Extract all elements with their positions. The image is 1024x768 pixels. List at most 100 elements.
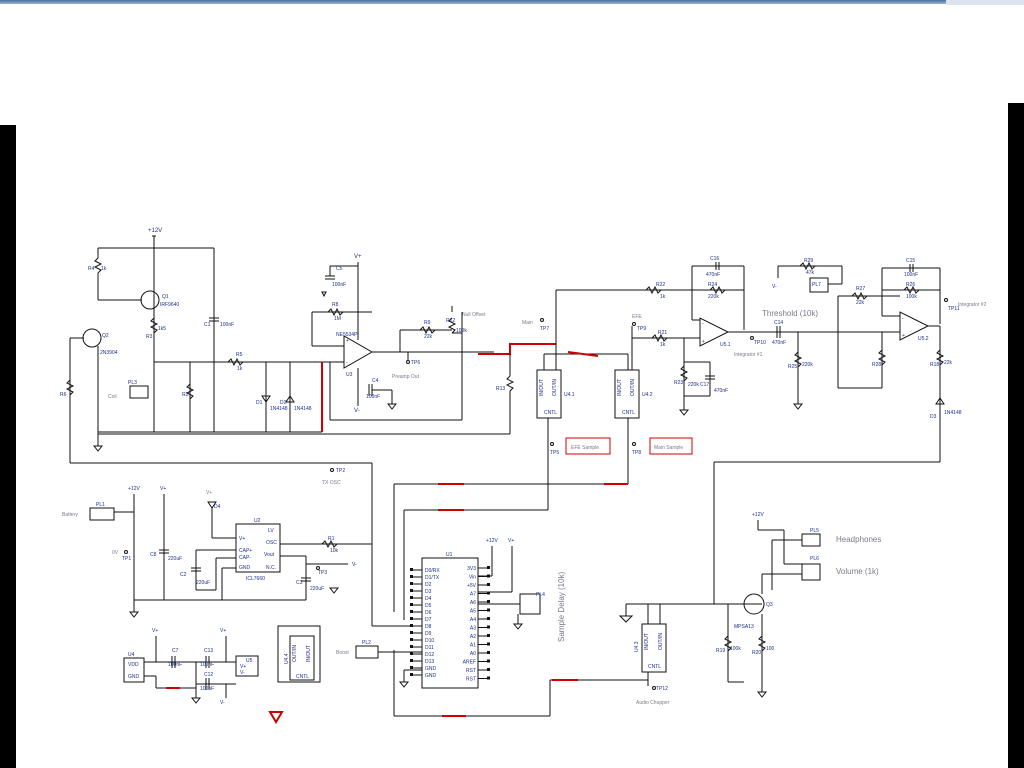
d2-value: 1N4148 — [294, 406, 312, 412]
tx-osc-label: TX OSC — [322, 480, 341, 486]
u1-left-pin-marker — [410, 624, 413, 627]
u1-left-pin-label: D7 — [425, 617, 432, 623]
u44-switch — [289, 635, 315, 681]
null-offset-label: Null Offset — [462, 312, 486, 318]
supply-label: +12V — [148, 228, 162, 234]
pl6-connector — [801, 563, 821, 581]
u1-left-pin-label: D9 — [425, 631, 432, 637]
u1-label: U1 — [446, 552, 453, 558]
left-border — [0, 125, 16, 768]
r21-label: R21 — [658, 330, 667, 336]
u1-right-pin-label: A0 — [470, 651, 476, 657]
pl1-connector — [89, 507, 115, 521]
audio-section: IN/OUT OUT/IN CNTL U4.3 TP12 Audio Chopp… — [618, 512, 881, 706]
u2-label: U2 — [254, 518, 261, 524]
c16-label: C16 — [710, 256, 719, 262]
u4-pin-vdd: VDD — [128, 662, 139, 668]
r19-label: R19 — [716, 648, 725, 654]
u2-pin-osc: OSC — [266, 540, 277, 546]
u1-right-pin-marker — [487, 676, 490, 680]
svg-text:+: + — [902, 333, 905, 339]
pl1-supply: +12V — [128, 486, 140, 492]
u1-left-pin-label: D11 — [425, 645, 434, 651]
c8-label: C8 — [150, 552, 157, 558]
preamp-section: V+ C5 100nF R8 1M + - NE5534P U3 V- C4 1… — [311, 254, 556, 432]
r3-value: 1k5 — [158, 326, 166, 332]
r28-label: R28 — [872, 362, 881, 368]
window-controls[interactable] — [946, 0, 1024, 5]
r8-label: R8 — [332, 302, 339, 308]
coil-driver-section: +12V R4 1k Q1 IRF9640 R3 1k5 Q2 2N3904 R… — [60, 228, 330, 463]
d1-symbol — [261, 395, 271, 403]
u4-supply: V+ — [152, 628, 158, 634]
sample-switch-section: Main TP7 R13 IN/OUT OUT/IN CNTL U4.1 IN/… — [98, 289, 693, 510]
u1-left-pin-label: GND — [425, 673, 437, 679]
preamp-out-label: Preamp Out — [392, 374, 420, 380]
u1-supply-vplus: V+ — [508, 538, 514, 544]
u1-right-pin-label: AREF — [463, 660, 476, 666]
u41-label: U4.1 — [564, 392, 575, 398]
r1-label: R1 — [328, 536, 335, 542]
u1-right-pin-label: RST — [466, 677, 476, 683]
r20-label: R20 — [752, 650, 761, 656]
c12-label: C12 — [204, 672, 213, 678]
c12-value: 100nF — [200, 686, 214, 692]
u1-right-pin-label: Vin — [469, 575, 476, 581]
c17-label: C17 — [700, 382, 709, 388]
u1-section: U1 D0/RXD1/TXD2D3D4D5D6D7D8D9D10D11D12D1… — [336, 538, 566, 689]
u4-chip — [123, 657, 145, 683]
r21-value: 1k — [660, 342, 666, 348]
c15-value: 100nF — [904, 272, 918, 278]
u1-left-pin-label: D0/RX — [425, 568, 440, 574]
right-border — [1008, 103, 1024, 768]
u5-pin-vminus: V- — [240, 670, 245, 676]
u1-right-pin-label: RST — [466, 668, 476, 674]
u41-in: IN/OUT — [539, 379, 545, 396]
r19-value: 100k — [730, 646, 741, 652]
q3-supply: +12V — [752, 512, 764, 518]
c13-value: 100nF — [200, 662, 214, 668]
u3-label: U3 — [346, 372, 353, 378]
c17-value: 470nF — [714, 388, 728, 394]
r26-value: 100k — [906, 294, 917, 300]
u4-label: U4 — [128, 652, 135, 658]
marker-triangle — [268, 711, 284, 724]
q2-value: 2N3904 — [100, 350, 118, 356]
window-titlebar — [0, 0, 1024, 4]
efe-label: EFE — [632, 314, 642, 320]
volume-label: Volume (1k) — [836, 567, 879, 576]
r24-value: 220k — [708, 294, 719, 300]
u1-right-pin-label: A5 — [470, 609, 476, 615]
r12-label: R12 — [446, 318, 455, 324]
u1-left-pin-marker — [410, 589, 413, 592]
r29-value: 47k — [806, 270, 815, 276]
c7-label: C7 — [172, 648, 179, 654]
c3-label: C3 — [296, 580, 303, 586]
c16-value: 470nF — [706, 272, 720, 278]
pl5-label: PL5 — [810, 528, 819, 534]
u3-value: NE5534P — [336, 332, 358, 338]
decoupling-section: U4 VDD GND V+ C7 100nF C13 100nF C12 100… — [123, 625, 321, 724]
pl7-connector — [809, 277, 829, 293]
tp1-label: TP1 — [122, 556, 131, 562]
pl2-connector — [355, 645, 379, 659]
u1-left-pin-marker — [410, 673, 413, 676]
u43-switch — [641, 623, 667, 673]
u1-left-pin-marker — [410, 631, 413, 634]
pl1-label: PL1 — [96, 502, 105, 508]
c7-value: 100nF — [168, 662, 182, 668]
u1-supply-12v: +12V — [486, 538, 498, 544]
r29-label: R29 — [804, 258, 813, 264]
u1-left-pin-marker — [410, 652, 413, 655]
q1-label: Q1 — [162, 294, 169, 300]
r18-value: 22k — [944, 360, 953, 366]
u42-in: IN/OUT — [617, 379, 623, 396]
u1-left-pin-label: GND — [425, 666, 437, 672]
u1-right-pin-label: +5V — [467, 583, 477, 589]
r1-value: 10k — [330, 548, 339, 554]
u1-left-pin-label: D4 — [425, 596, 432, 602]
c8-supply: V+ — [160, 486, 166, 492]
r26-label: R26 — [906, 282, 915, 288]
u5-chip — [235, 655, 259, 677]
u1-right-pin-label: A2 — [470, 634, 476, 640]
